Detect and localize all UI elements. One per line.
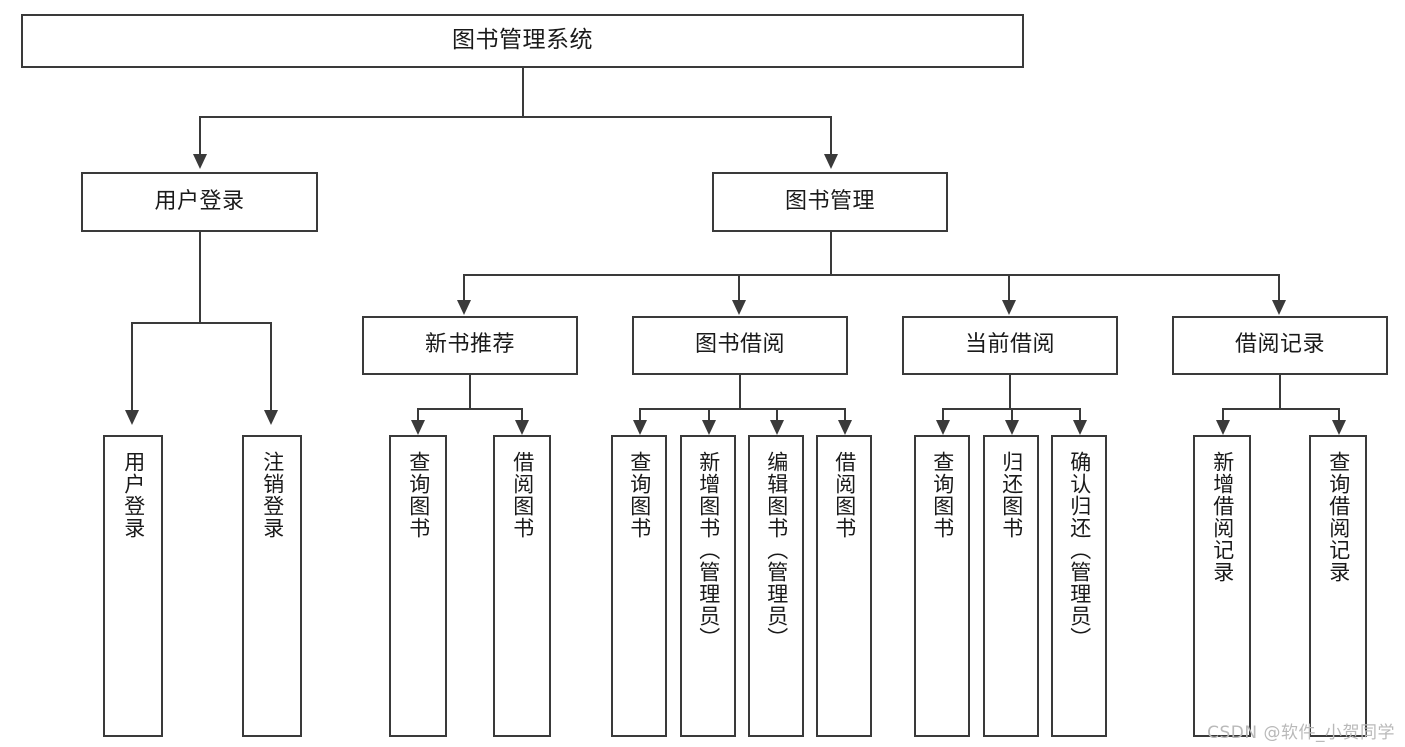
connector-drop-add-borrow-record bbox=[1222, 408, 1224, 422]
node-label: 注销登录 bbox=[260, 451, 285, 539]
connector-drop-borrow-book-1 bbox=[521, 408, 523, 422]
node-new-book-recommend[interactable]: 新书推荐 bbox=[362, 316, 578, 375]
arrow-down-icon bbox=[1272, 300, 1286, 315]
node-label: 查询图书 bbox=[627, 451, 652, 539]
arrow-down-icon bbox=[457, 300, 471, 315]
csdn-watermark: CSDN @软件_小贺同学 bbox=[1207, 723, 1395, 743]
node-leaf-confirm-return-admin[interactable]: 确认归还（管理员） bbox=[1051, 435, 1107, 737]
node-label: 新增图书（管理员） bbox=[696, 451, 721, 649]
connector-borrow-record-bus bbox=[1222, 408, 1338, 410]
connector-drop-borrow-record bbox=[1278, 274, 1280, 306]
node-leaf-add-book-admin[interactable]: 新增图书（管理员） bbox=[680, 435, 736, 737]
node-book-borrow[interactable]: 图书借阅 bbox=[632, 316, 848, 375]
node-label: 归还图书 bbox=[999, 451, 1024, 539]
connector-drop-leaf-user-login bbox=[131, 322, 133, 412]
node-label: 借阅记录 bbox=[1234, 332, 1325, 358]
node-label: 编辑图书（管理员） bbox=[764, 451, 789, 649]
connector-drop-user-login bbox=[199, 116, 201, 156]
node-label: 用户登录 bbox=[121, 451, 146, 539]
connector-book-manage-stem bbox=[830, 232, 832, 274]
node-label: 借阅图书 bbox=[832, 451, 857, 539]
arrow-down-icon bbox=[770, 420, 784, 435]
arrow-down-icon bbox=[1332, 420, 1346, 435]
node-label: 新增借阅记录 bbox=[1210, 451, 1235, 583]
node-leaf-query-book-2[interactable]: 查询图书 bbox=[611, 435, 667, 737]
arrow-down-icon bbox=[633, 420, 647, 435]
node-label: 查询借阅记录 bbox=[1326, 451, 1351, 583]
arrow-down-icon bbox=[1216, 420, 1230, 435]
node-label: 查询图书 bbox=[930, 451, 955, 539]
node-label: 借阅图书 bbox=[510, 451, 535, 539]
node-label: 查询图书 bbox=[406, 451, 431, 539]
connector-drop-leaf-logout bbox=[270, 322, 272, 412]
node-user-login[interactable]: 用户登录 bbox=[81, 172, 318, 232]
node-leaf-borrow-book-1[interactable]: 借阅图书 bbox=[493, 435, 551, 737]
connector-current-borrow-stem bbox=[1009, 375, 1011, 408]
node-leaf-query-book-1[interactable]: 查询图书 bbox=[389, 435, 447, 737]
connector-new-book-stem bbox=[469, 375, 471, 408]
node-label: 用户登录 bbox=[154, 188, 245, 214]
connector-level3-bus bbox=[463, 274, 1280, 276]
node-leaf-user-login[interactable]: 用户登录 bbox=[103, 435, 163, 737]
node-label: 图书管理 bbox=[784, 188, 875, 214]
connector-drop-borrow-book-2 bbox=[844, 408, 846, 422]
connector-drop-book-borrow bbox=[738, 274, 740, 306]
connector-book-borrow-stem bbox=[739, 375, 741, 408]
connector-root-stem bbox=[522, 68, 524, 116]
connector-book-borrow-bus bbox=[639, 408, 846, 410]
connector-drop-query-book-1 bbox=[417, 408, 419, 422]
node-label: 图书管理系统 bbox=[452, 27, 593, 54]
arrow-down-icon bbox=[1073, 420, 1087, 435]
node-current-borrow[interactable]: 当前借阅 bbox=[902, 316, 1118, 375]
node-label: 当前借阅 bbox=[964, 332, 1055, 358]
connector-level2-bus bbox=[199, 116, 832, 118]
connector-drop-return-book bbox=[1011, 408, 1013, 422]
node-book-manage[interactable]: 图书管理 bbox=[712, 172, 948, 232]
connector-drop-current-borrow bbox=[1008, 274, 1010, 306]
node-label: 图书借阅 bbox=[694, 332, 785, 358]
node-borrow-record[interactable]: 借阅记录 bbox=[1172, 316, 1388, 375]
arrow-down-icon bbox=[515, 420, 529, 435]
connector-user-login-stem bbox=[199, 232, 201, 322]
connector-drop-new-book-recommend bbox=[463, 274, 465, 306]
arrow-down-icon bbox=[264, 410, 278, 425]
arrow-down-icon bbox=[936, 420, 950, 435]
arrow-down-icon bbox=[411, 420, 425, 435]
arrow-down-icon bbox=[125, 410, 139, 425]
arrow-down-icon bbox=[732, 300, 746, 315]
node-leaf-add-borrow-record[interactable]: 新增借阅记录 bbox=[1193, 435, 1251, 737]
node-leaf-query-borrow-record[interactable]: 查询借阅记录 bbox=[1309, 435, 1367, 737]
arrow-down-icon bbox=[824, 154, 838, 169]
node-label: 新书推荐 bbox=[424, 332, 515, 358]
node-leaf-query-book-3[interactable]: 查询图书 bbox=[914, 435, 970, 737]
arrow-down-icon bbox=[1002, 300, 1016, 315]
connector-drop-query-book-2 bbox=[639, 408, 641, 422]
node-leaf-edit-book-admin[interactable]: 编辑图书（管理员） bbox=[748, 435, 804, 737]
connector-drop-confirm-return bbox=[1079, 408, 1081, 422]
connector-drop-add-book bbox=[708, 408, 710, 422]
arrow-down-icon bbox=[838, 420, 852, 435]
connector-new-book-bus bbox=[417, 408, 523, 410]
arrow-down-icon bbox=[702, 420, 716, 435]
node-root-book-management-system[interactable]: 图书管理系统 bbox=[21, 14, 1024, 68]
node-label: 确认归还（管理员） bbox=[1067, 451, 1092, 649]
connector-drop-query-book-3 bbox=[942, 408, 944, 422]
connector-drop-query-borrow-record bbox=[1338, 408, 1340, 422]
node-leaf-logout-login[interactable]: 注销登录 bbox=[242, 435, 302, 737]
connector-drop-edit-book bbox=[776, 408, 778, 422]
arrow-down-icon bbox=[1005, 420, 1019, 435]
connector-drop-book-manage bbox=[830, 116, 832, 156]
connector-borrow-record-stem bbox=[1279, 375, 1281, 408]
node-leaf-borrow-book-2[interactable]: 借阅图书 bbox=[816, 435, 872, 737]
connector-user-login-bus bbox=[131, 322, 271, 324]
node-leaf-return-book[interactable]: 归还图书 bbox=[983, 435, 1039, 737]
arrow-down-icon bbox=[193, 154, 207, 169]
